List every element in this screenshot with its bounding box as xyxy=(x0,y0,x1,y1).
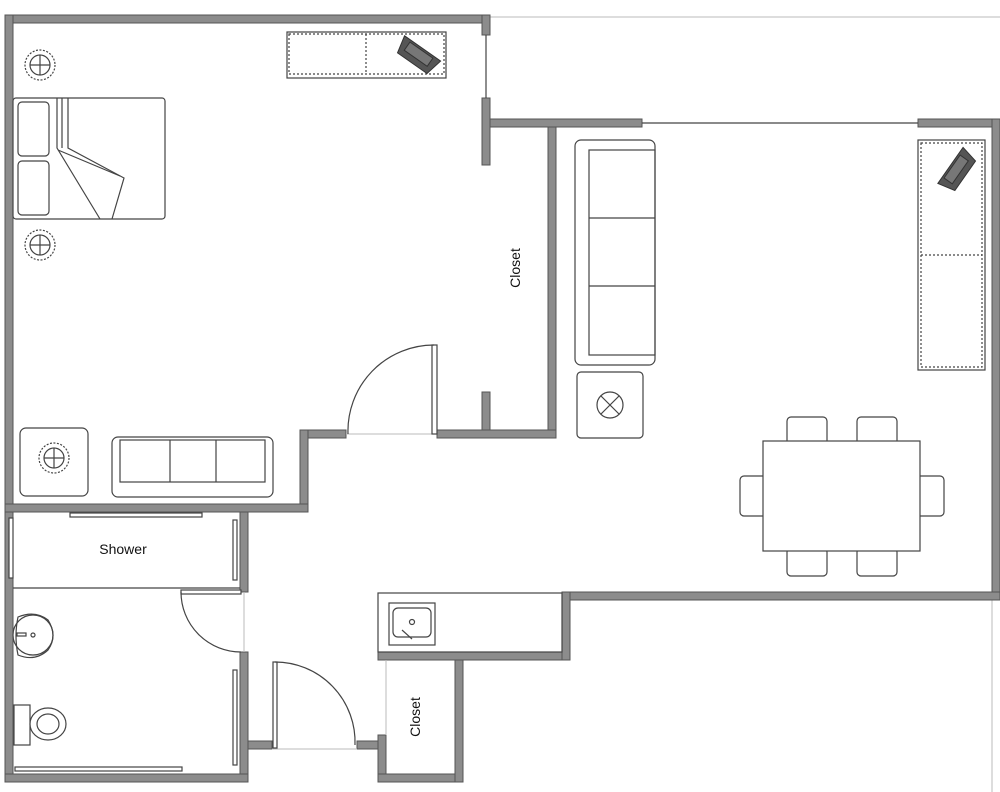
ottoman xyxy=(576,371,644,439)
bathroom-sink xyxy=(12,613,54,659)
room-label-shower: Shower xyxy=(99,541,147,557)
room-label-closet-hall: Closet xyxy=(407,697,423,737)
sofa-bedroom xyxy=(111,436,274,498)
bedroom-door[interactable] xyxy=(347,344,438,435)
bed xyxy=(12,97,166,220)
shower: Shower xyxy=(8,512,240,589)
side-table-lamp xyxy=(19,427,89,497)
nightstand-lamp-icon xyxy=(24,229,56,261)
bath-shelf xyxy=(232,669,238,766)
tv-icon xyxy=(396,35,442,75)
entry-door[interactable] xyxy=(272,661,356,749)
bath-shelf xyxy=(14,766,183,772)
kitchen-counter xyxy=(377,592,563,653)
bathroom-door[interactable] xyxy=(180,589,242,653)
room-label-closet: Closet xyxy=(507,248,523,288)
toilet xyxy=(13,704,67,746)
dining-table xyxy=(739,416,945,577)
nightstand-lamp-icon xyxy=(24,49,56,81)
tv-icon xyxy=(937,146,977,192)
walls xyxy=(4,14,1000,783)
sofa xyxy=(574,139,656,366)
windows xyxy=(243,35,918,750)
